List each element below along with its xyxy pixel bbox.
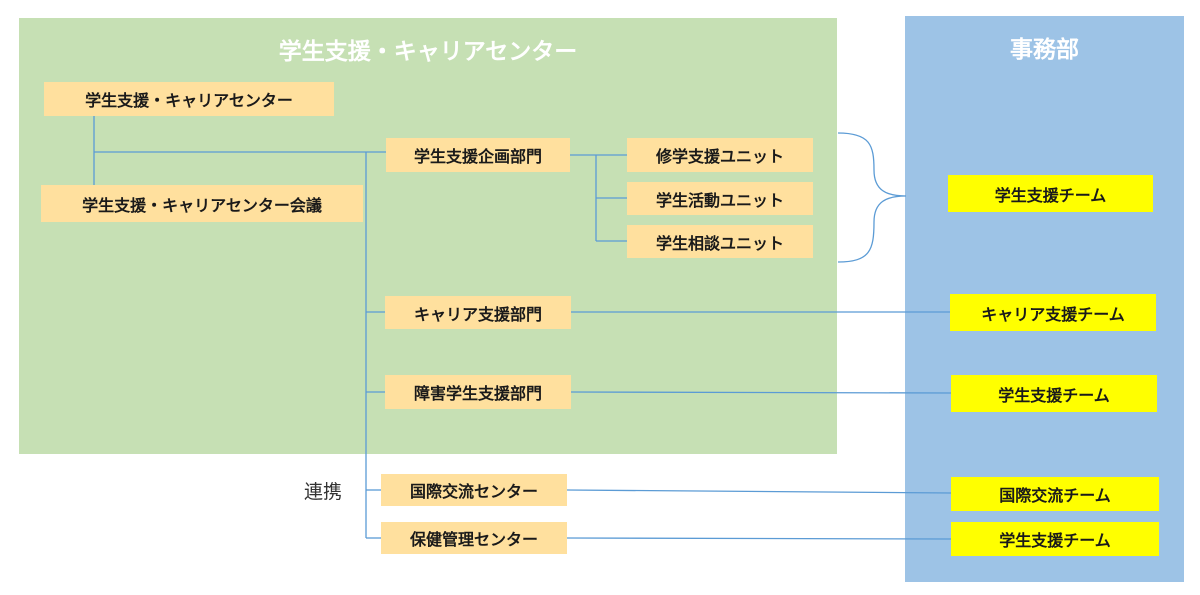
unit-box: 学生活動ユニット bbox=[627, 182, 813, 215]
disability-division-box: 障害学生支援部門 bbox=[385, 375, 571, 409]
center-panel-title: 学生支援・キャリアセンター bbox=[278, 39, 578, 65]
unit-box: 修学支援ユニット bbox=[627, 138, 813, 172]
units-brace bbox=[837, 132, 907, 263]
partner-label: 連携 bbox=[304, 481, 343, 503]
team-box: 国際交流チーム bbox=[951, 477, 1159, 511]
unit-box: 学生相談ユニット bbox=[627, 225, 813, 258]
partner-box: 国際交流センター bbox=[381, 474, 567, 506]
council-box: 学生支援・キャリアセンター会議 bbox=[41, 185, 363, 222]
team-box: 学生支援チーム bbox=[948, 175, 1153, 212]
center-top-box: 学生支援・キャリアセンター bbox=[44, 82, 334, 116]
planning-division-box: 学生支援企画部門 bbox=[386, 138, 570, 172]
team-box: 学生支援チーム bbox=[951, 522, 1159, 556]
career-division-box: キャリア支援部門 bbox=[385, 296, 571, 329]
partner-box: 保健管理センター bbox=[381, 522, 567, 554]
team-box: 学生支援チーム bbox=[951, 375, 1157, 412]
connector-international-team bbox=[566, 489, 952, 494]
connector-health-team bbox=[566, 537, 952, 540]
team-box: キャリア支援チーム bbox=[950, 294, 1156, 331]
office-panel-title: 事務部 bbox=[1010, 37, 1079, 63]
